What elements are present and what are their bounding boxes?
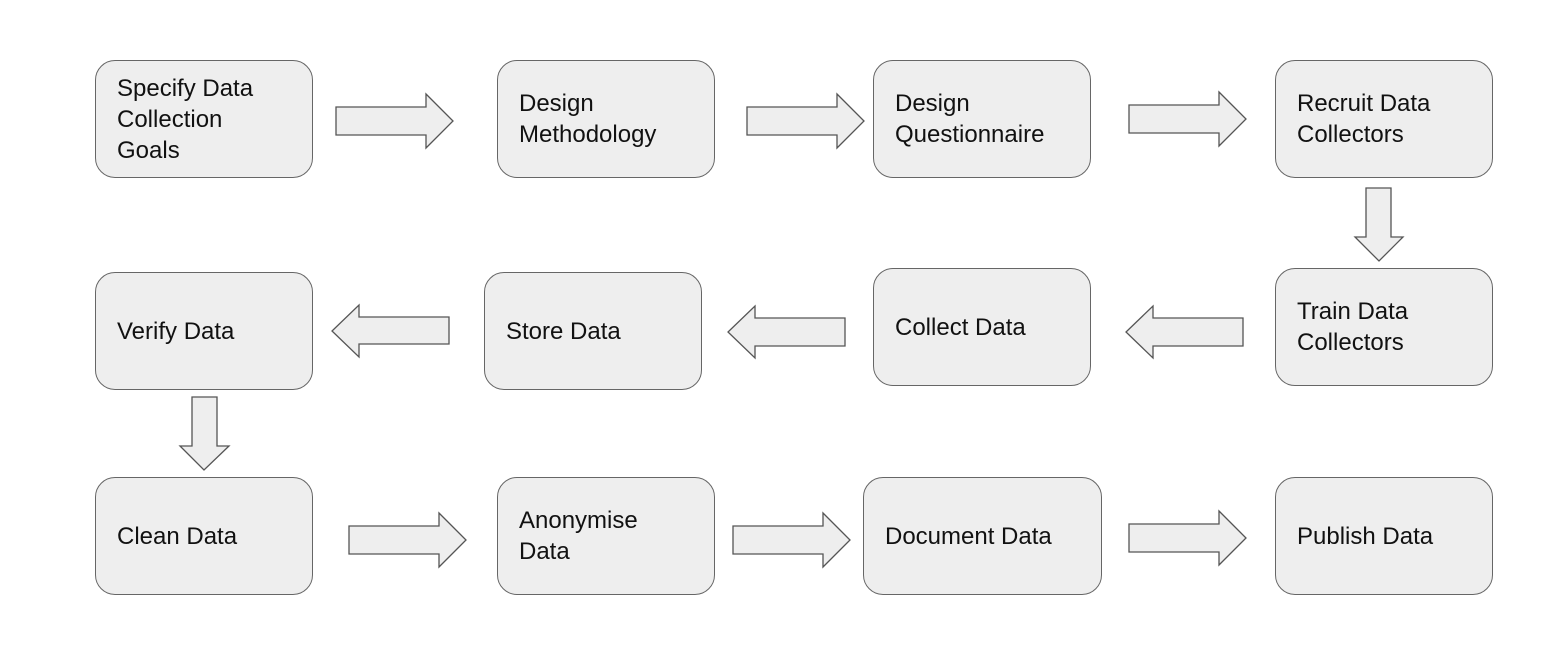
step-label: Store Data	[506, 317, 621, 345]
arrow-right-icon	[335, 92, 454, 150]
step-verify-data: Verify Data	[95, 272, 313, 390]
step-anonymise-data: Anonymise Data	[497, 477, 715, 595]
step-label: Clean Data	[117, 522, 238, 550]
step-label: Verify Data	[117, 317, 235, 345]
arrow-left-icon	[331, 303, 450, 359]
step-store-data: Store Data	[484, 272, 702, 390]
step-label: Recruit Data Collectors	[1297, 90, 1431, 148]
arrow-right-icon	[348, 511, 467, 569]
arrow-left-icon	[1125, 304, 1244, 360]
step-label: Train Data Collectors	[1297, 298, 1409, 356]
step-collect-data: Collect Data	[873, 268, 1091, 386]
step-design-questionnaire: Design Questionnaire	[873, 60, 1091, 178]
arrow-right-icon	[1128, 90, 1247, 148]
step-label: Document Data	[885, 522, 1052, 550]
step-publish-data: Publish Data	[1275, 477, 1493, 595]
step-label: Design Questionnaire	[895, 90, 1045, 148]
step-label: Anonymise Data	[519, 507, 638, 565]
arrow-left-icon	[727, 304, 846, 360]
arrow-down-icon	[1353, 187, 1405, 262]
step-recruit-collectors: Recruit Data Collectors	[1275, 60, 1493, 178]
step-design-methodology: Design Methodology	[497, 60, 715, 178]
arrow-right-icon	[1128, 509, 1247, 567]
step-specify-goals: Specify Data Collection Goals	[95, 60, 313, 178]
step-document-data: Document Data	[863, 477, 1102, 595]
arrow-down-icon	[178, 396, 231, 471]
step-clean-data: Clean Data	[95, 477, 313, 595]
step-label: Specify Data Collection Goals	[117, 74, 254, 164]
arrow-right-icon	[732, 511, 851, 569]
arrow-right-icon	[746, 92, 865, 150]
step-label: Design Methodology	[519, 90, 657, 148]
step-label: Publish Data	[1297, 522, 1434, 550]
step-train-collectors: Train Data Collectors	[1275, 268, 1493, 386]
step-label: Collect Data	[895, 313, 1026, 341]
